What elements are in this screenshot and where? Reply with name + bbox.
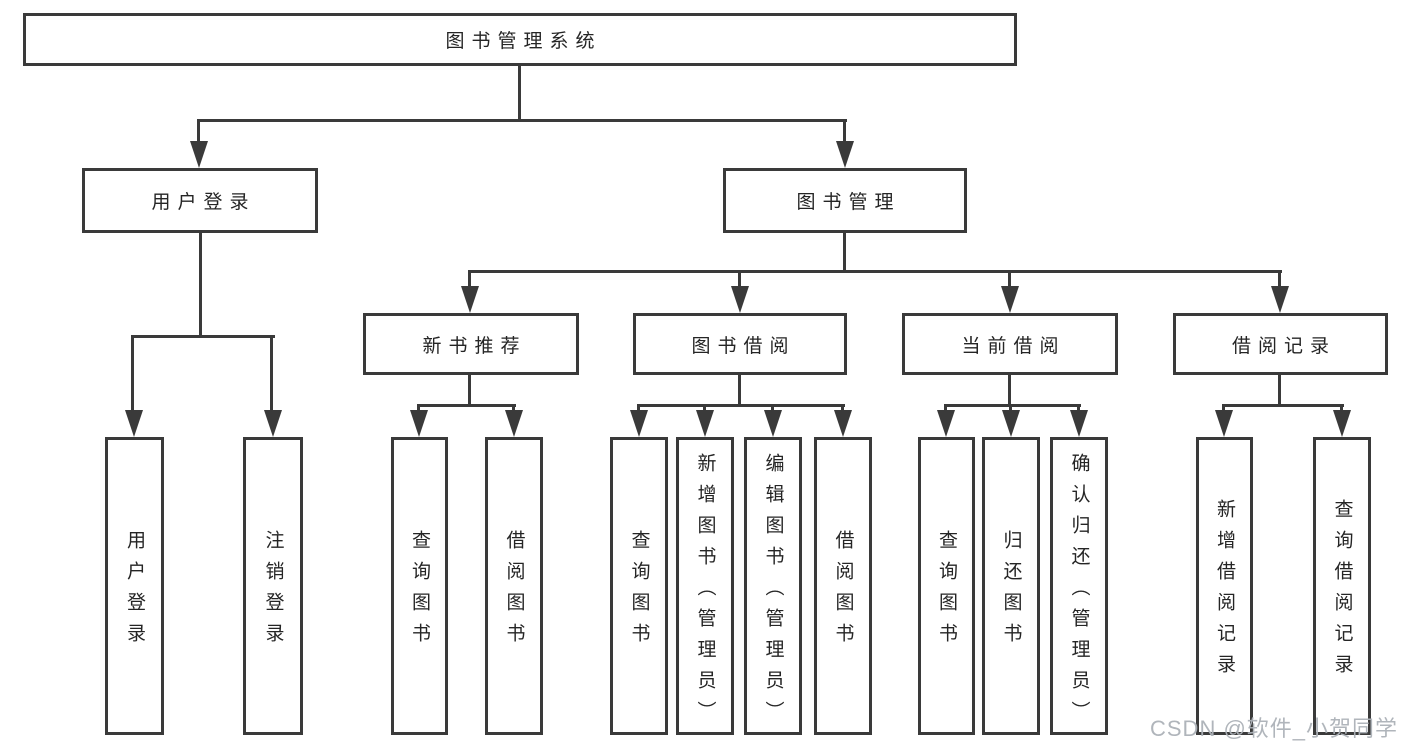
arrowhead-icon bbox=[1001, 286, 1019, 313]
arrowhead-icon bbox=[264, 410, 282, 437]
connector-line bbox=[1077, 404, 1080, 413]
connector-line bbox=[131, 335, 275, 338]
leaf-borrow-edit-books-admin-label: 编辑图书（管理员） bbox=[762, 452, 784, 732]
arrowhead-icon bbox=[1215, 410, 1233, 437]
node-book-borrow: 图书借阅 bbox=[633, 313, 847, 375]
leaf-current-confirm-return-admin: 确认归还（管理员） bbox=[1050, 437, 1108, 735]
connector-line bbox=[270, 335, 273, 415]
connector-line bbox=[771, 404, 774, 413]
connector-line bbox=[1222, 404, 1344, 407]
connector-line bbox=[197, 119, 200, 144]
leaf-borrow-borrow-books-label: 借阅图书 bbox=[832, 530, 854, 654]
leaf-current-return-books-label: 归还图书 bbox=[1000, 530, 1022, 654]
node-book-management-label: 图书管理 bbox=[796, 192, 901, 213]
arrowhead-icon bbox=[696, 410, 714, 437]
connector-line bbox=[518, 64, 521, 121]
arrowhead-icon bbox=[1333, 410, 1351, 437]
arrowhead-icon bbox=[630, 410, 648, 437]
leaf-borrow-add-books-admin-label: 新增图书（管理员） bbox=[694, 452, 716, 732]
connector-line bbox=[512, 404, 515, 413]
connector-line bbox=[637, 404, 640, 413]
leaf-current-confirm-return-admin-label: 确认归还（管理员） bbox=[1068, 452, 1090, 732]
node-current-borrow: 当前借阅 bbox=[902, 313, 1118, 375]
arrowhead-icon bbox=[461, 286, 479, 313]
connector-line bbox=[944, 404, 947, 413]
leaf-records-query-record-label: 查询借阅记录 bbox=[1331, 499, 1353, 685]
connector-line bbox=[944, 404, 1081, 407]
leaf-user-login: 用户登录 bbox=[105, 437, 164, 735]
leaf-current-query-books-label: 查询图书 bbox=[936, 530, 957, 654]
connector-line bbox=[417, 404, 420, 413]
arrowhead-icon bbox=[836, 141, 854, 168]
connector-line bbox=[843, 119, 846, 144]
arrowhead-icon bbox=[1002, 410, 1020, 437]
leaf-borrow-add-books-admin: 新增图书（管理员） bbox=[676, 437, 734, 735]
connector-line bbox=[841, 404, 844, 413]
leaf-borrow-edit-books-admin: 编辑图书（管理员） bbox=[744, 437, 802, 735]
arrowhead-icon bbox=[410, 410, 428, 437]
arrowhead-icon bbox=[505, 410, 523, 437]
arrowhead-icon bbox=[190, 141, 208, 168]
node-user-login-branch-label: 用户登录 bbox=[151, 192, 256, 213]
connector-line bbox=[198, 119, 847, 122]
connector-line bbox=[843, 231, 846, 272]
connector-line bbox=[1008, 270, 1011, 290]
csdn-watermark: CSDN @软件_小贺同学 bbox=[1150, 716, 1399, 741]
connector-line bbox=[738, 373, 741, 406]
node-user-login-branch: 用户登录 bbox=[82, 168, 318, 233]
node-borrow-records-label: 借阅记录 bbox=[1231, 335, 1336, 357]
leaf-records-add-record-label: 新增借阅记录 bbox=[1214, 499, 1235, 685]
connector-line bbox=[468, 270, 471, 290]
leaf-recommend-query-books-label: 查询图书 bbox=[409, 530, 430, 654]
node-new-book-recommend-label: 新书推荐 bbox=[422, 335, 527, 357]
connector-line bbox=[468, 373, 471, 406]
connector-line bbox=[417, 404, 516, 407]
arrowhead-icon bbox=[1070, 410, 1088, 437]
connector-line bbox=[1340, 404, 1343, 413]
arrowhead-icon bbox=[731, 286, 749, 313]
leaf-recommend-borrow-books: 借阅图书 bbox=[485, 437, 543, 735]
node-book-borrow-label: 图书借阅 bbox=[691, 335, 796, 357]
leaf-recommend-query-books: 查询图书 bbox=[391, 437, 448, 735]
connector-line bbox=[738, 270, 741, 290]
leaf-borrow-query-books: 查询图书 bbox=[610, 437, 668, 735]
connector-line bbox=[1278, 270, 1281, 290]
arrowhead-icon bbox=[937, 410, 955, 437]
connector-line bbox=[637, 404, 845, 407]
node-root-label: 图书管理系统 bbox=[445, 31, 602, 52]
arrowhead-icon bbox=[1271, 286, 1289, 313]
leaf-records-query-record: 查询借阅记录 bbox=[1313, 437, 1371, 735]
leaf-logout: 注销登录 bbox=[243, 437, 303, 735]
leaf-borrow-borrow-books: 借阅图书 bbox=[814, 437, 872, 735]
leaf-current-return-books: 归还图书 bbox=[982, 437, 1040, 735]
node-root: 图书管理系统 bbox=[23, 13, 1017, 66]
connector-line bbox=[1278, 373, 1281, 406]
connector-line bbox=[1009, 404, 1012, 413]
connector-line bbox=[703, 404, 706, 413]
connector-line bbox=[1222, 404, 1225, 413]
connector-line bbox=[468, 270, 1282, 273]
arrowhead-icon bbox=[764, 410, 782, 437]
arrowhead-icon bbox=[834, 410, 852, 437]
leaf-current-query-books: 查询图书 bbox=[918, 437, 975, 735]
arrowhead-icon bbox=[125, 410, 143, 437]
connector-line bbox=[199, 231, 202, 337]
node-borrow-records: 借阅记录 bbox=[1173, 313, 1388, 375]
leaf-logout-label: 注销登录 bbox=[262, 530, 284, 654]
node-current-borrow-label: 当前借阅 bbox=[961, 335, 1066, 357]
leaf-borrow-query-books-label: 查询图书 bbox=[628, 530, 650, 654]
leaf-records-add-record: 新增借阅记录 bbox=[1196, 437, 1253, 735]
connector-line bbox=[131, 335, 134, 415]
leaf-user-login-label: 用户登录 bbox=[124, 530, 145, 654]
leaf-recommend-borrow-books-label: 借阅图书 bbox=[503, 530, 525, 654]
node-book-management: 图书管理 bbox=[723, 168, 967, 233]
connector-line bbox=[1008, 373, 1011, 406]
node-new-book-recommend: 新书推荐 bbox=[363, 313, 579, 375]
